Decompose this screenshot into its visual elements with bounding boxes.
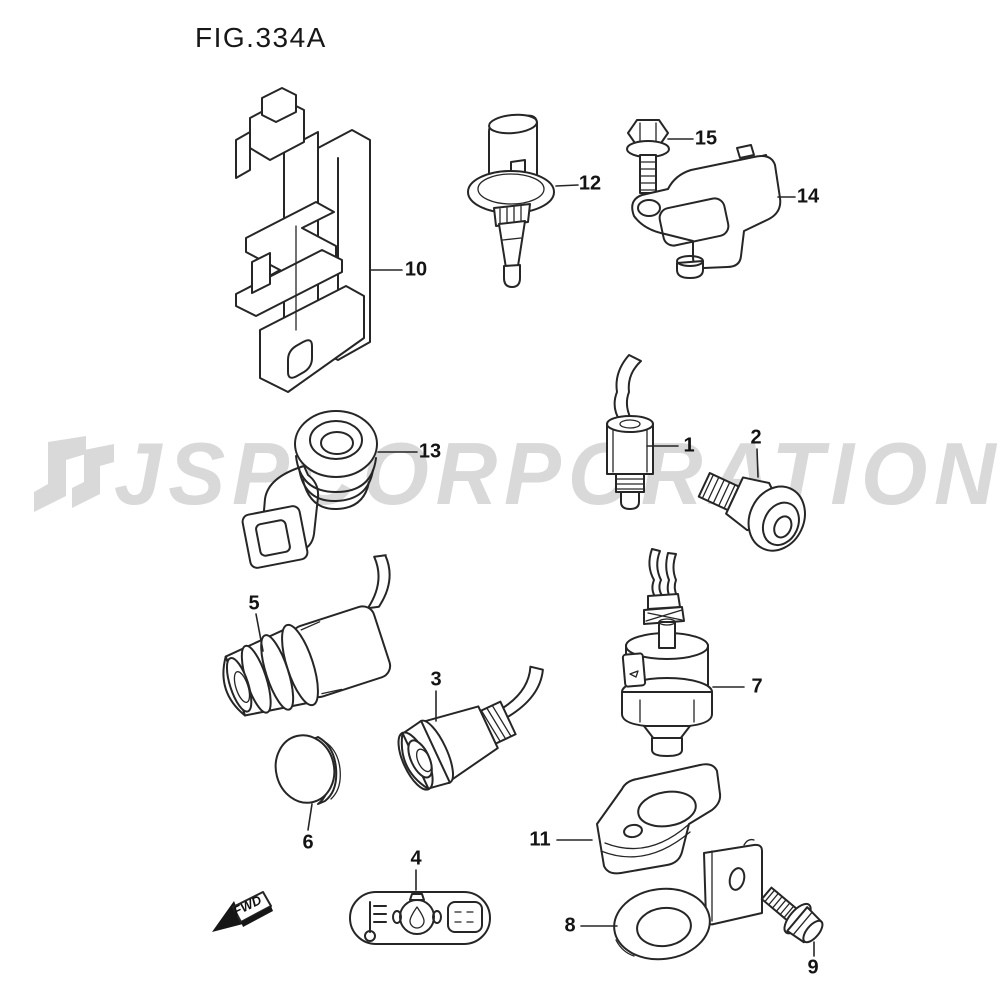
part-label-14: 14 <box>796 185 820 208</box>
part-label-2: 2 <box>750 426 762 449</box>
part-label-6: 6 <box>302 831 314 854</box>
part-7-art <box>621 548 713 757</box>
part-label-4: 4 <box>410 847 422 870</box>
battery-icon <box>447 901 483 933</box>
leader-line-5 <box>255 613 264 652</box>
part-4-art <box>349 891 491 945</box>
part-5-art <box>222 554 392 717</box>
part-14-art <box>631 144 782 279</box>
leader-line-12 <box>555 184 579 187</box>
part-label-7: 7 <box>751 675 763 698</box>
watermark-logo-icon <box>34 436 114 512</box>
part-6-art <box>274 734 341 805</box>
part-3-art <box>397 665 544 791</box>
leader-line-6 <box>307 803 313 831</box>
part-12-art <box>467 113 555 288</box>
figure-title: FIG.334A <box>195 22 327 53</box>
part-2-art <box>697 471 806 552</box>
thermometer-icon <box>364 901 387 942</box>
oil-drop-icon <box>392 893 442 935</box>
part-label-1: 1 <box>683 434 695 457</box>
part-label-10: 10 <box>404 258 428 281</box>
part-label-12: 12 <box>578 172 602 195</box>
part-label-3: 3 <box>430 668 442 691</box>
part-1-art <box>606 354 654 510</box>
part-11-art <box>596 763 722 875</box>
part-8-art <box>613 838 763 961</box>
watermark-text: JSP CORPORATION <box>114 424 1000 523</box>
part-15-art <box>626 119 670 194</box>
part-9-art <box>760 886 824 944</box>
part-10-art <box>235 87 371 393</box>
part-label-8: 8 <box>564 914 576 937</box>
part-label-15: 15 <box>694 127 718 150</box>
part-label-11: 11 <box>529 828 551 851</box>
fwd-arrow: FWD <box>212 891 273 932</box>
part-13-art <box>241 410 378 569</box>
part-label-9: 9 <box>807 956 819 979</box>
part-label-5: 5 <box>248 592 260 615</box>
leader-lines <box>255 138 815 957</box>
leader-line-2 <box>756 448 759 478</box>
watermark: JSP CORPORATION <box>0 428 1000 524</box>
part-label-13: 13 <box>418 440 442 463</box>
